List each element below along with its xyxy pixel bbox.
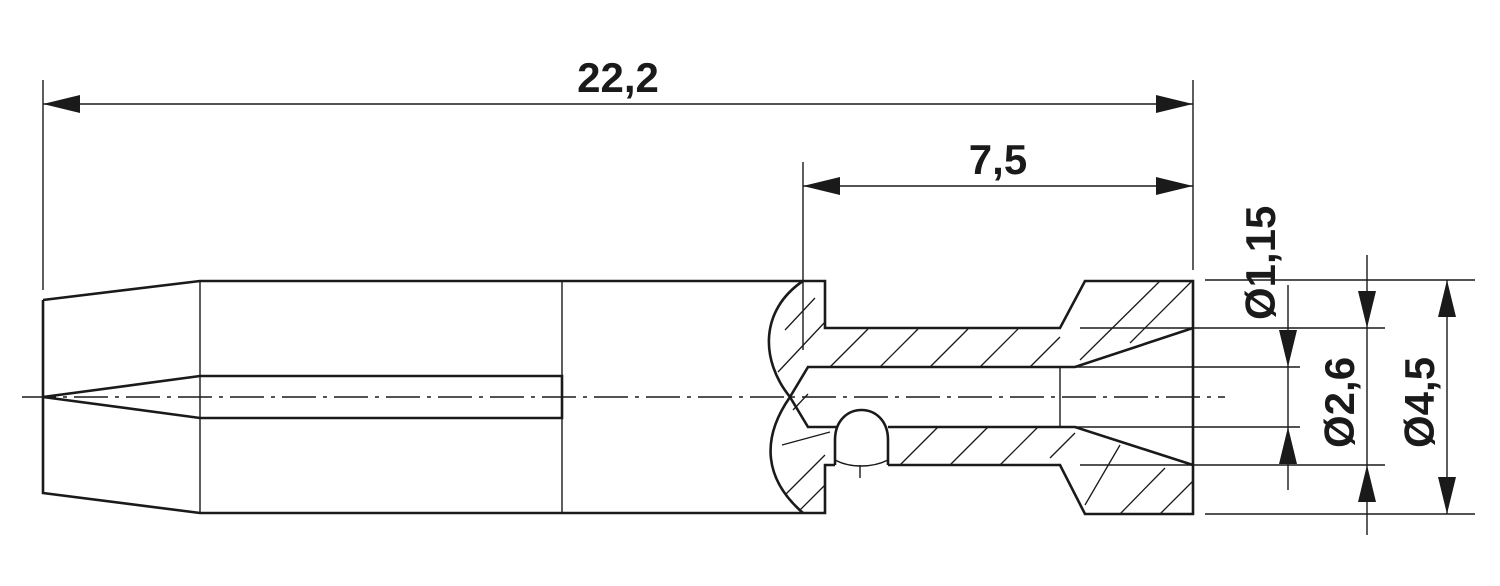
extension-lines: [42, 80, 1475, 515]
dimension-dia-inner-bore: Ø1,15: [1237, 206, 1297, 490]
dimension-dia-crimp: Ø2,6: [1316, 255, 1376, 535]
dim-label-rear-length: 7,5: [969, 136, 1027, 183]
contact-body: [41, 279, 1195, 516]
dim-label-dia-outer: Ø4,5: [1396, 357, 1443, 448]
dim-label-overall-length: 22,2: [577, 54, 659, 101]
dimension-rear-length: 7,5: [803, 136, 1193, 195]
dim-label-dia-inner-bore: Ø1,15: [1237, 206, 1284, 320]
dimension-overall-length: 22,2: [43, 54, 1193, 113]
section-hatching: [777, 280, 1194, 515]
dimension-dia-outer: Ø4,5: [1396, 280, 1456, 514]
dim-label-dia-crimp: Ø2,6: [1316, 357, 1363, 448]
